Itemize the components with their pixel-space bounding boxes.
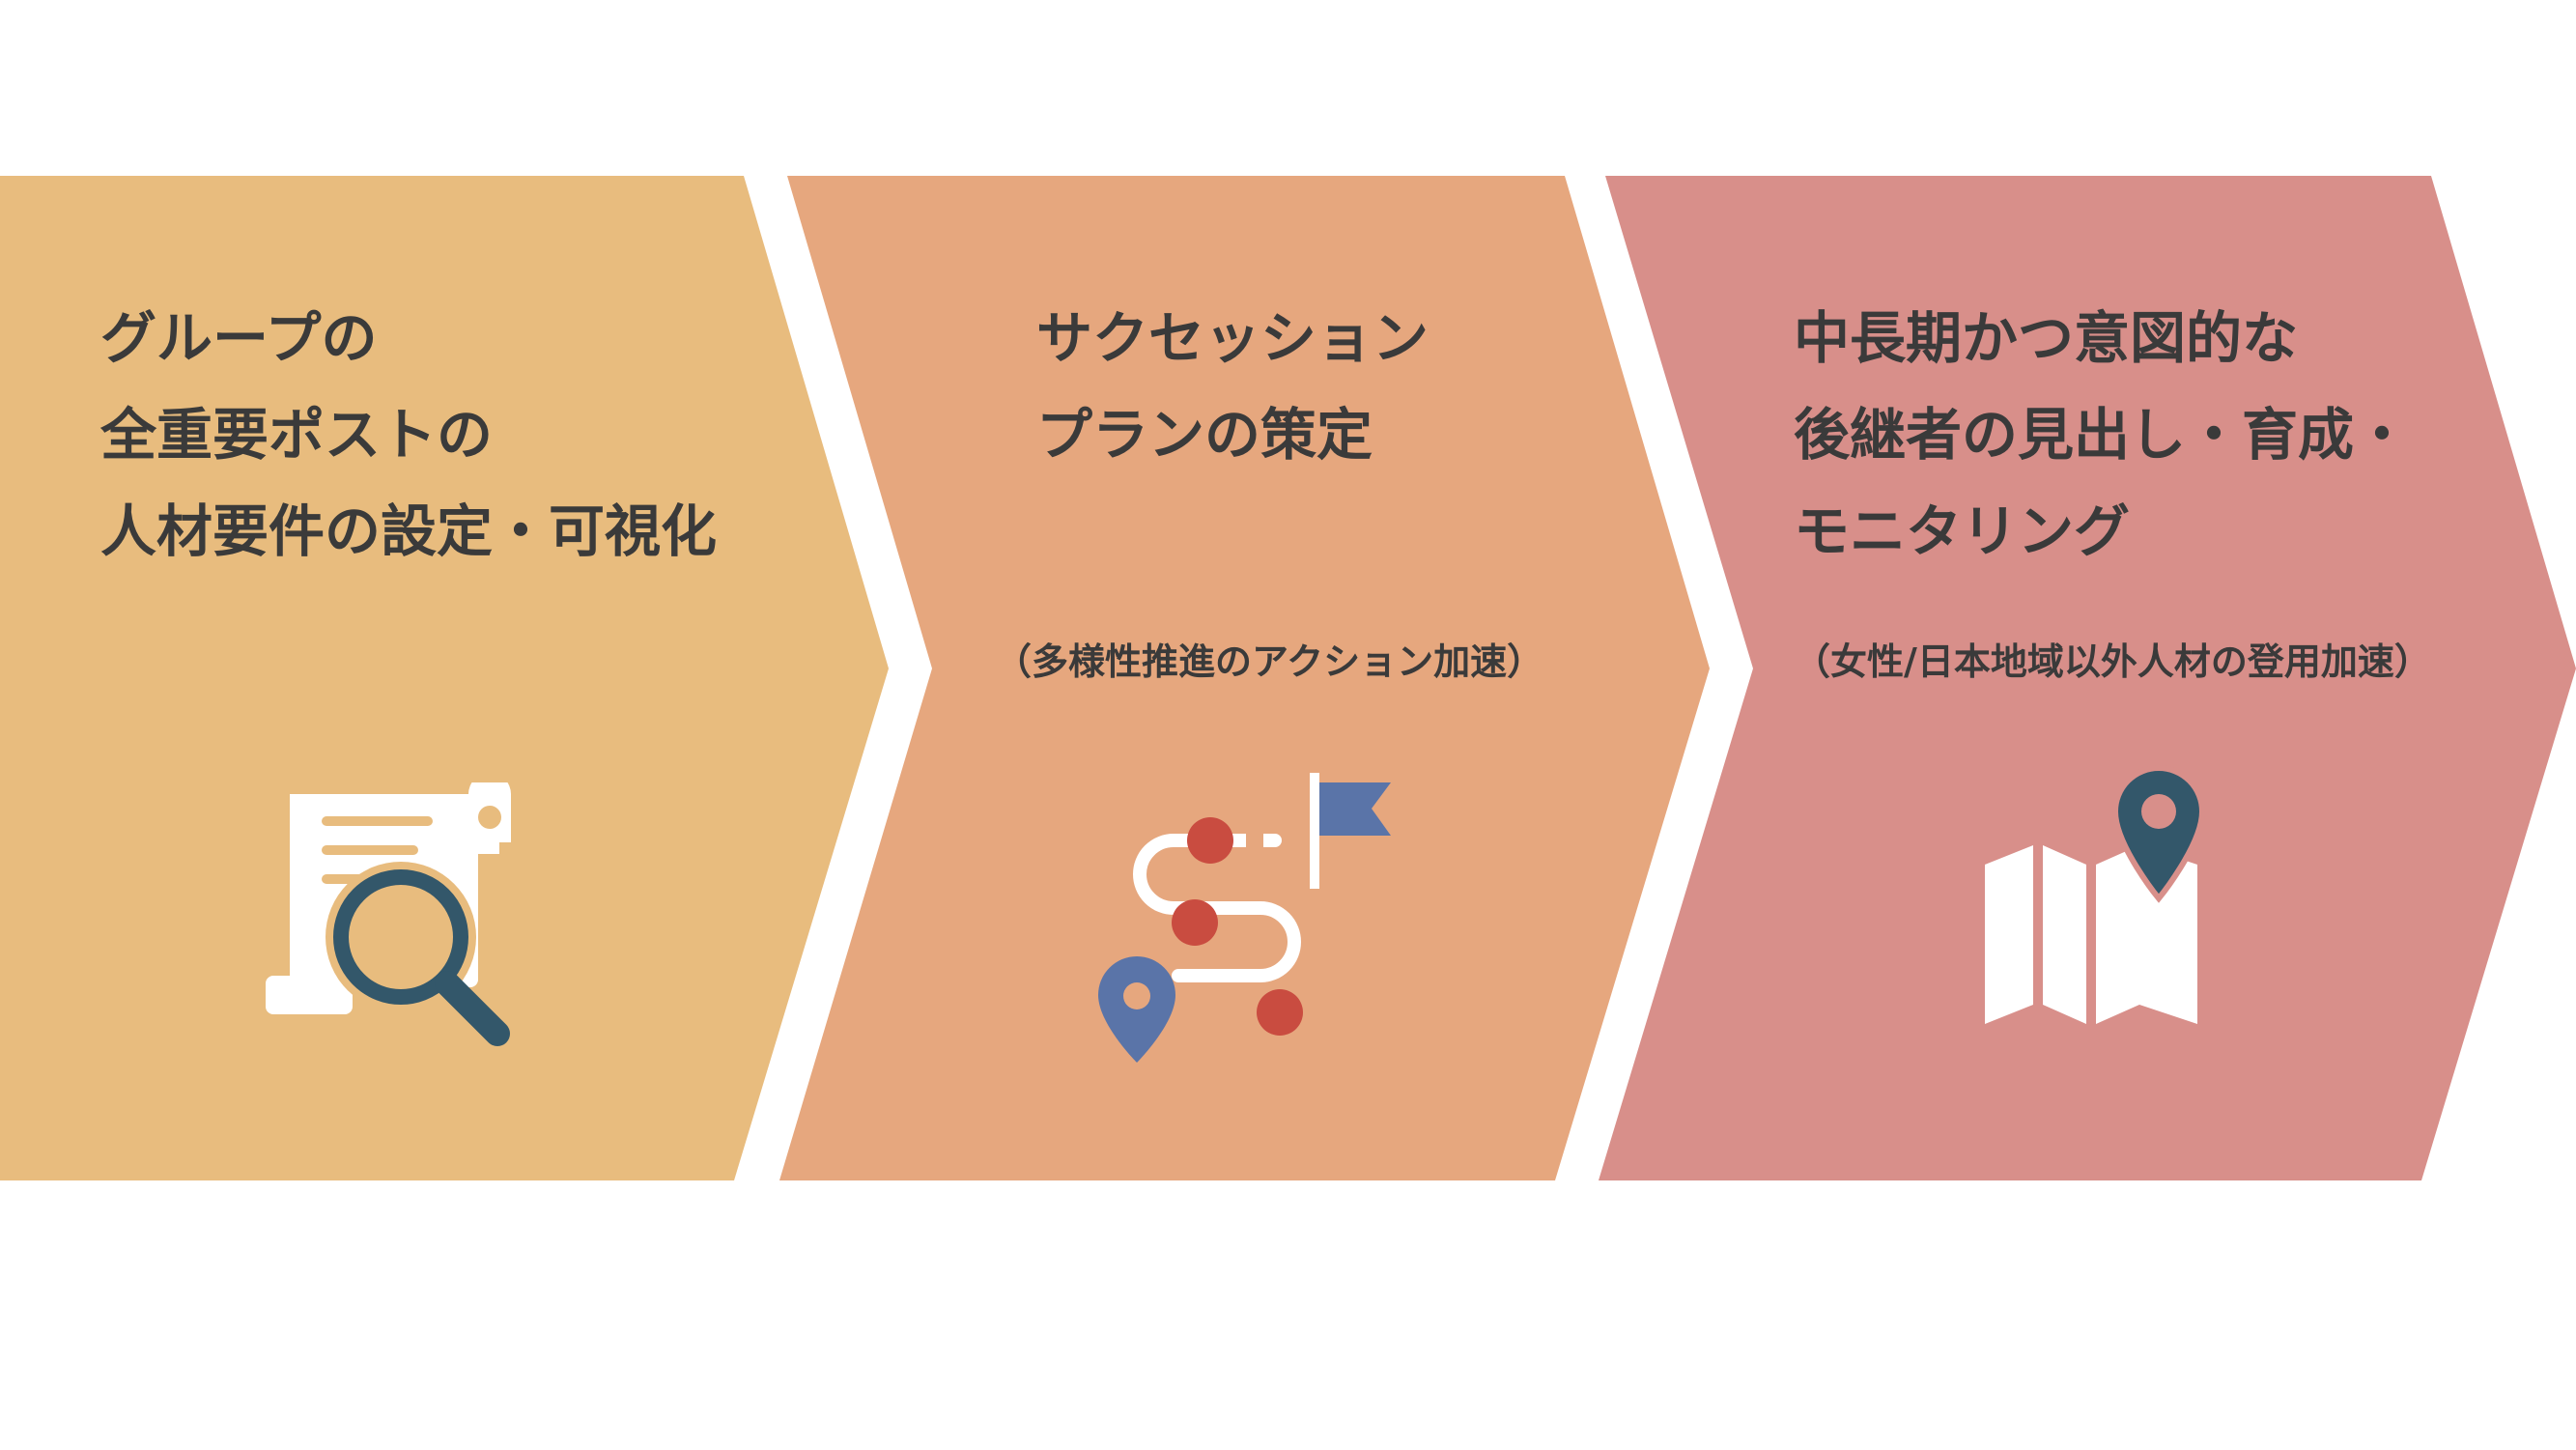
step-2-note: （多様性推進のアクション加速） [995, 640, 1544, 683]
map-pin-icon [1985, 764, 2206, 1024]
step-2-title: サクセッション プランの策定 [1036, 305, 1430, 468]
step-1-title: グループの 全重要ポストの 人材要件の設定・可視化 [100, 305, 718, 564]
step-3-note: （女性/日本地域以外人材の登用加速） [1794, 640, 2431, 683]
step-3-title: 中長期かつ意図的な 後継者の見出し・育成・ モニタリング [1794, 305, 2411, 564]
document-search-icon [266, 782, 511, 1046]
roadmap-flag-icon [1098, 773, 1391, 1063]
